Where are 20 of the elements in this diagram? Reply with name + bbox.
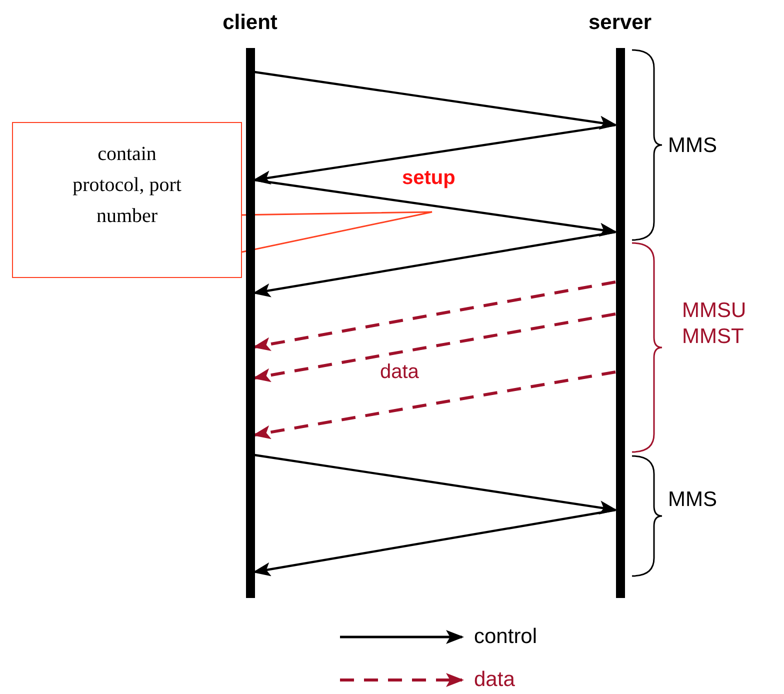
arrow — [254, 178, 618, 237]
protocol-label: MMS — [668, 487, 717, 513]
legend-text: control — [474, 624, 538, 650]
arrow — [252, 280, 616, 352]
protocol-label: MMS — [668, 133, 717, 159]
arrow — [252, 230, 616, 298]
leader-line — [242, 211, 433, 253]
legend-text: data — [474, 667, 515, 693]
callout-box — [12, 122, 242, 278]
protocol-label: MMSU — [682, 298, 746, 324]
arrow — [252, 124, 616, 184]
arrow — [252, 312, 616, 382]
lifeline-title: client — [222, 10, 278, 36]
arrow — [254, 70, 618, 130]
arrow — [252, 370, 616, 440]
protocol-label: MMST — [682, 324, 744, 350]
callout-text: contain protocol, port number — [72, 142, 182, 229]
arrow — [252, 508, 616, 576]
arrow — [254, 454, 618, 514]
lifeline-title: server — [588, 10, 652, 36]
